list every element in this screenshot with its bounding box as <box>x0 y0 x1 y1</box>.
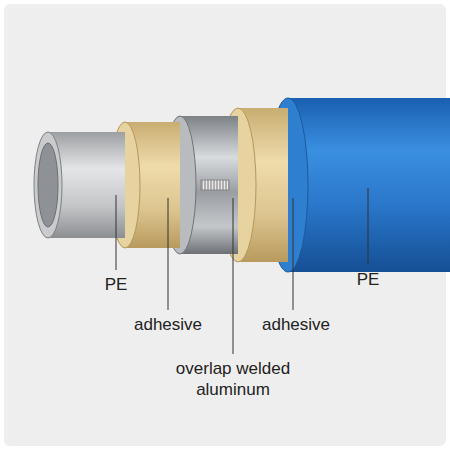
leader-line <box>293 198 294 310</box>
weld-seam <box>201 180 229 190</box>
part-label: PE <box>338 269 398 290</box>
part-label: adhesive <box>251 314 341 335</box>
part-label: overlap welded aluminum <box>158 358 308 400</box>
part-label: PE <box>86 274 146 295</box>
outer-pe-layer <box>288 98 450 272</box>
leader-line <box>233 198 234 354</box>
leader-line <box>116 195 117 270</box>
leader-line <box>368 188 369 265</box>
leader-lines <box>116 188 368 354</box>
leader-line <box>168 198 169 310</box>
part-label: adhesive <box>123 314 213 335</box>
inner-pe-face <box>34 132 62 238</box>
pipe-bore <box>38 143 58 227</box>
